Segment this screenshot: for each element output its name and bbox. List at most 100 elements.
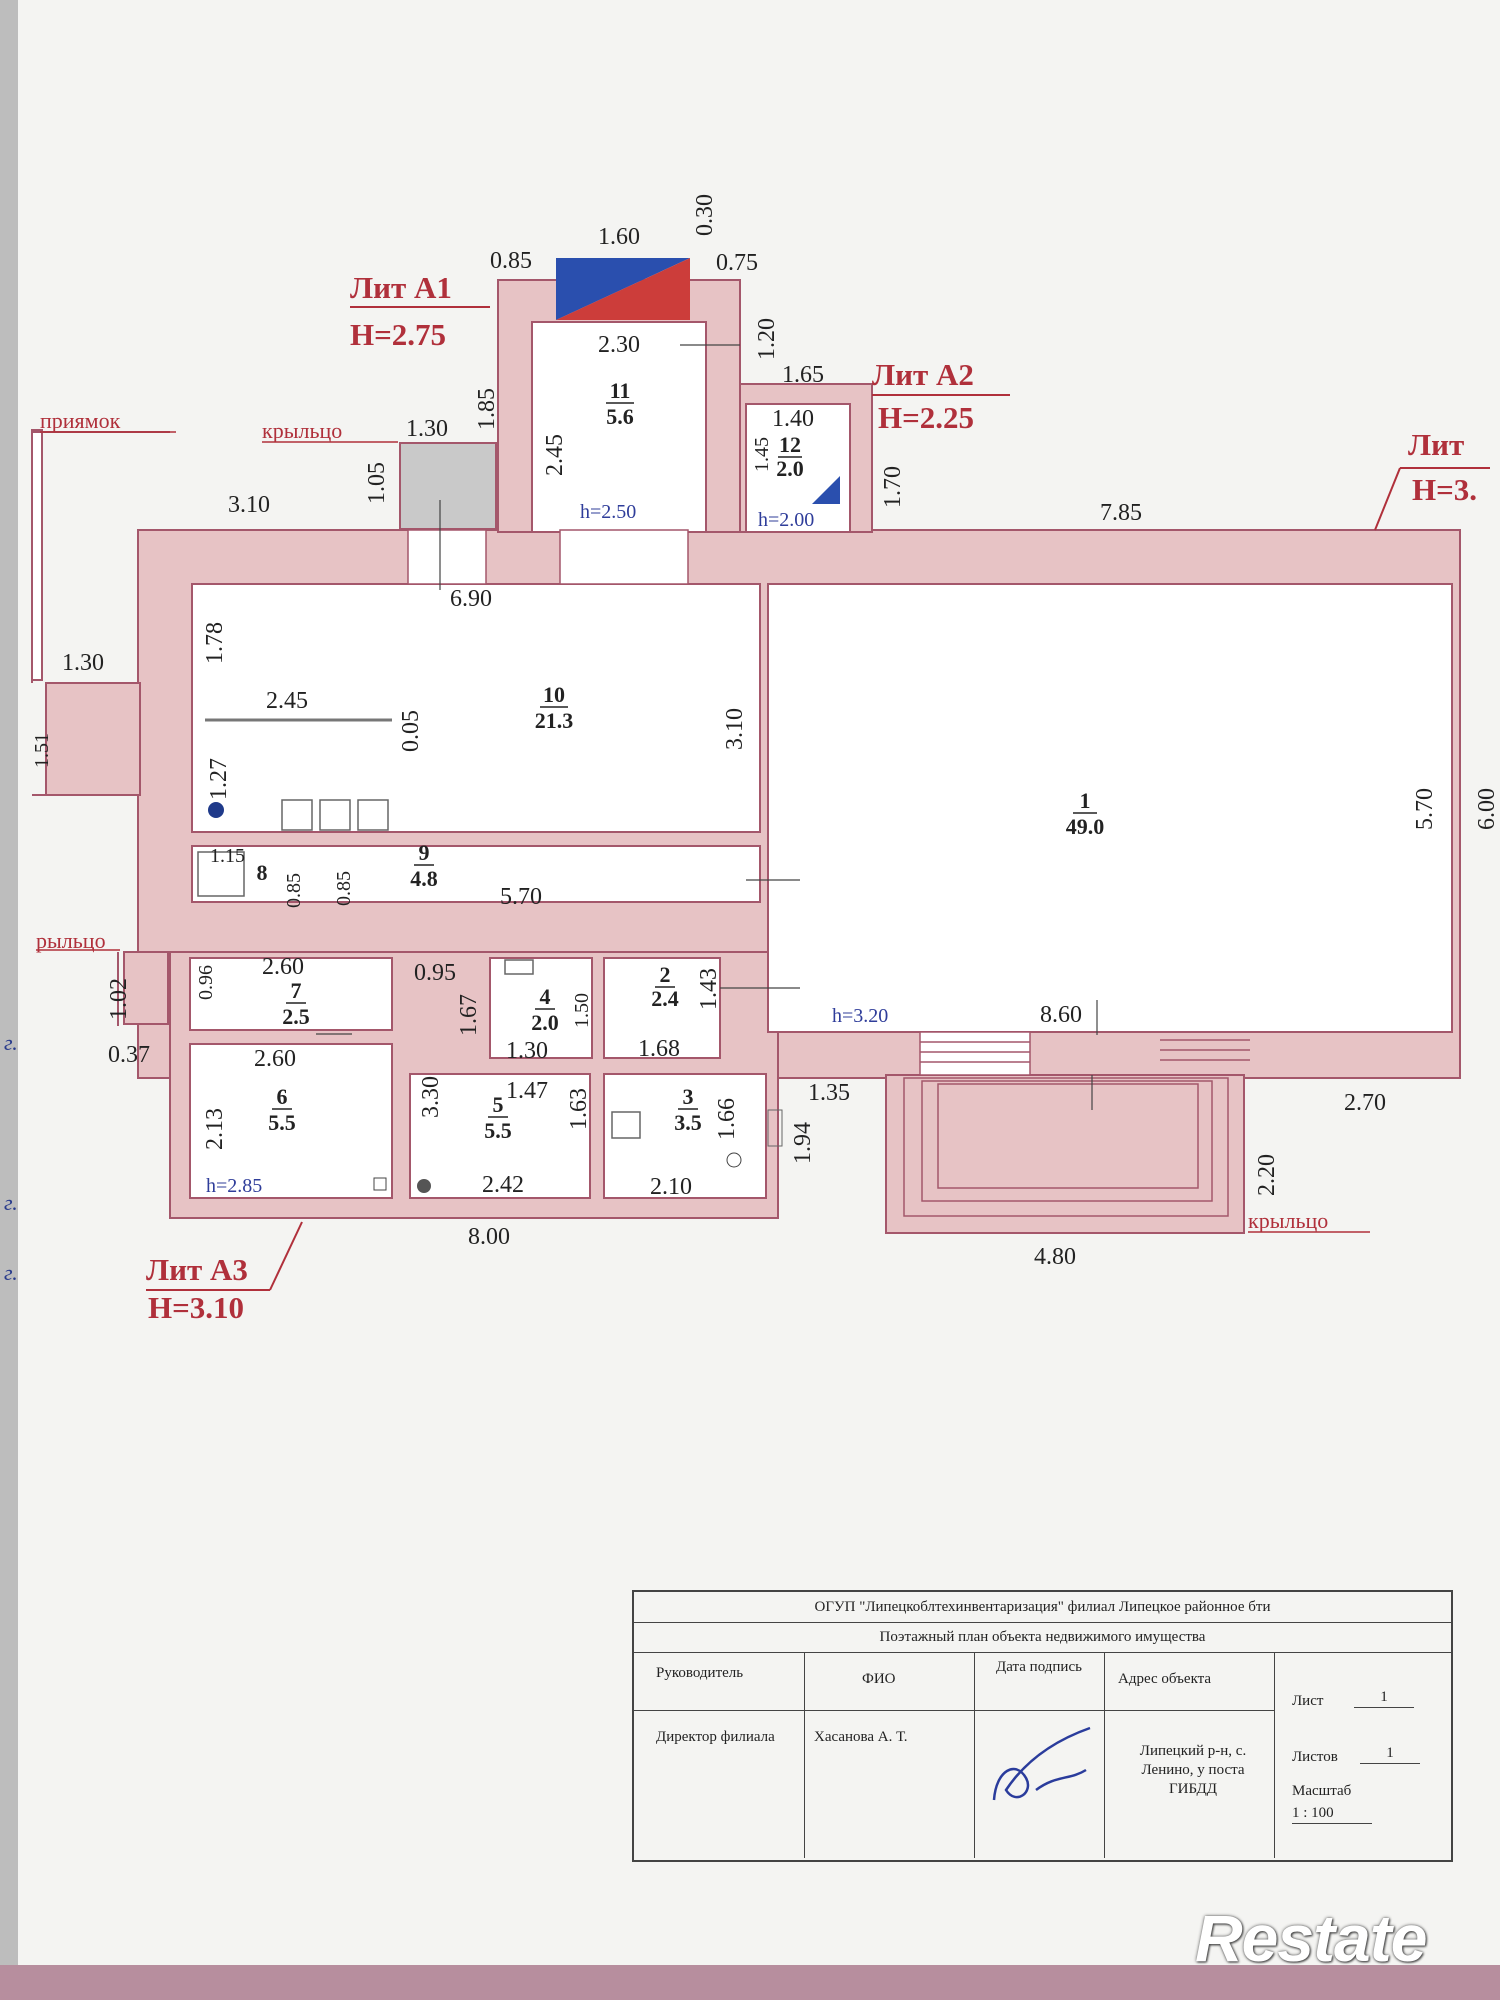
room-9-number: 9: [419, 840, 430, 865]
top-porch: [399, 442, 497, 530]
dim: 0.30: [692, 194, 718, 236]
room-12-area: 2.0: [776, 456, 804, 481]
dim: 8.60: [1040, 1002, 1082, 1028]
dim: 1.27: [206, 758, 232, 800]
room-6-number: 6: [277, 1084, 288, 1109]
dim: 1.40: [772, 406, 814, 432]
dim: 2.20: [1254, 1154, 1280, 1196]
pit-interior: [31, 429, 43, 681]
room-3-area: 3.5: [674, 1110, 702, 1135]
margin-mark: г.: [4, 1260, 18, 1285]
room-9: [191, 845, 761, 903]
fio-header: ФИО: [862, 1671, 896, 1687]
pit-outline: [45, 682, 141, 796]
dim: 0.75: [716, 250, 758, 276]
room-3-number: 3: [683, 1084, 694, 1109]
dim: 1.70: [880, 466, 906, 508]
dim: 0.85: [333, 871, 355, 906]
dim: 2.45: [266, 688, 308, 714]
title-block: ОГУП "Липецкоблтехинвентаризация" филиал…: [632, 1590, 1453, 1862]
dim: 1.66: [714, 1098, 740, 1140]
dim: 1.30: [406, 416, 448, 442]
dim: 5.70: [1412, 788, 1438, 830]
table-surface: [0, 1965, 1500, 2000]
window-icon: [767, 1109, 783, 1147]
signature: [992, 1726, 1091, 1801]
room-5: [409, 1073, 591, 1199]
dim: 2.45: [542, 434, 568, 476]
dim: 1.50: [571, 993, 593, 1028]
room-2-number: 2: [660, 962, 671, 987]
scale-label: Масштаб: [1292, 1783, 1352, 1799]
room-10: [191, 583, 761, 833]
room-6-area: 5.5: [268, 1110, 296, 1135]
lit-a2-name: Лит А2: [872, 357, 974, 392]
room-1: [767, 583, 1453, 1033]
dim: 0.05: [398, 710, 424, 752]
room-2-area: 2.4: [651, 986, 679, 1011]
dim: 1.43: [696, 968, 722, 1010]
room-11-number: 11: [610, 378, 631, 403]
dim: 0.96: [195, 965, 217, 1000]
pit-label: приямок: [40, 408, 121, 433]
org-name: ОГУП "Липецкоблтехинвентаризация" филиал…: [814, 1599, 1271, 1615]
dim: 0.95: [414, 960, 456, 986]
bottom-porch: [885, 1074, 1245, 1234]
vent-icon: [373, 1177, 387, 1191]
room-11-area: 5.6: [606, 404, 634, 429]
dim: 1.94: [790, 1122, 816, 1164]
org-row: ОГУП "Липецкоблтехинвентаризация" филиал…: [634, 1592, 1451, 1623]
height-room-6: h=2.85: [206, 1175, 262, 1197]
lit-a-height: H=3.: [1412, 472, 1477, 507]
room-9-area: 4.8: [410, 866, 438, 891]
dim: 0.37: [108, 1042, 150, 1068]
height-room-11: h=2.50: [580, 501, 636, 523]
dim: 1.68: [638, 1036, 680, 1062]
dim: 2.30: [598, 332, 640, 358]
gas-boiler-icon: [208, 802, 224, 818]
dim: 1.35: [808, 1080, 850, 1106]
dim: 7.85: [1100, 500, 1142, 526]
dim: 2.70: [1344, 1090, 1386, 1116]
height-room-1: h=3.20: [832, 1005, 888, 1027]
room-5-area: 5.5: [484, 1118, 512, 1143]
room-11: [531, 321, 707, 533]
dim: 1.85: [474, 388, 500, 430]
dim: 1.78: [202, 622, 228, 664]
title-row: Поэтажный план объекта недвижимого имуще…: [634, 1622, 1451, 1653]
lit-a1-height: H=2.75: [350, 317, 446, 352]
dim: 1.63: [566, 1088, 592, 1130]
dim: 1.60: [598, 224, 640, 250]
dim: 0.85: [490, 248, 532, 274]
room-10-number: 10: [543, 682, 565, 707]
date-signature-header: Дата подпись: [996, 1659, 1082, 1675]
binder-spine: [0, 0, 18, 2000]
room-4-number: 4: [540, 984, 551, 1009]
sink-icon: [281, 799, 313, 831]
room-7-number: 7: [291, 978, 302, 1003]
dim: 2.42: [482, 1172, 524, 1198]
room-4-area: 2.0: [531, 1010, 559, 1035]
lit-a1-name: Лит А1: [350, 270, 452, 305]
dim: 1.51: [31, 733, 53, 768]
sheet-label: Лист: [1292, 1693, 1324, 1709]
room-7: [189, 957, 393, 1031]
lit-a3-height: H=3.10: [148, 1290, 244, 1325]
dim: 1.30: [62, 650, 104, 676]
dim: 2.10: [650, 1174, 692, 1200]
dim: 0.85: [283, 873, 305, 908]
room-8-number: 8: [257, 860, 268, 885]
lit-a3-name: Лит А3: [146, 1252, 248, 1287]
dim: 2.60: [262, 954, 304, 980]
room-12-number: 12: [779, 432, 801, 457]
toilet-icon: [611, 1111, 641, 1139]
dim: 4.80: [1034, 1244, 1076, 1270]
dim: 8.00: [468, 1224, 510, 1250]
lit-a2-height: H=2.25: [878, 400, 974, 435]
top-porch-label: крыльцо: [262, 418, 342, 443]
dim: 2.60: [254, 1046, 296, 1072]
dim: 3.30: [418, 1076, 444, 1118]
dim: 1.47: [506, 1078, 548, 1104]
dim: 1.67: [456, 994, 482, 1036]
dim: 1.15: [210, 845, 245, 867]
